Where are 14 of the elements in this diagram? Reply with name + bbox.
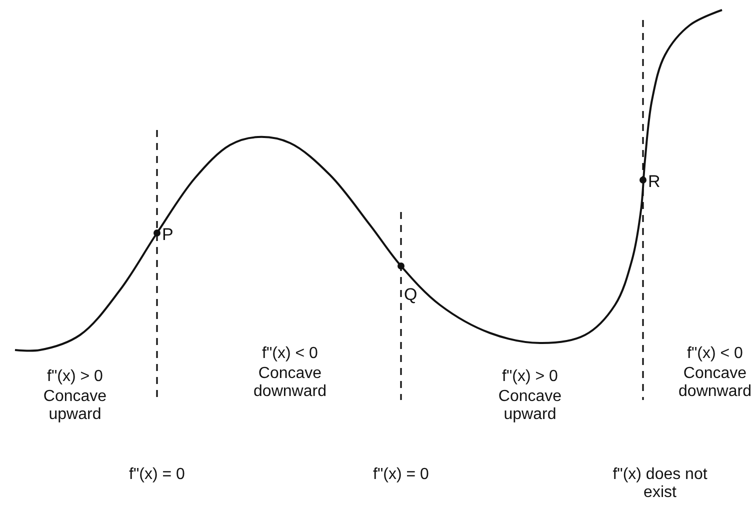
region-label: f"(x) does not exist: [612, 466, 708, 502]
point-label: Q: [404, 286, 418, 304]
region-label: f"(x) > 0: [501, 368, 559, 386]
region-label: Concave upward: [497, 388, 563, 424]
region-label: Concave downward: [252, 365, 328, 401]
region-label: f"(x) = 0: [372, 466, 430, 484]
point-label: R: [648, 173, 660, 191]
region-label: f"(x) < 0: [261, 345, 319, 363]
region-label: Concave downward: [678, 365, 752, 401]
region-label: f"(x) < 0: [686, 345, 744, 363]
point-label: P: [162, 226, 174, 244]
region-label: Concave upward: [42, 388, 108, 424]
region-label: f"(x) > 0: [46, 368, 104, 386]
region-label: f"(x) = 0: [128, 466, 186, 484]
